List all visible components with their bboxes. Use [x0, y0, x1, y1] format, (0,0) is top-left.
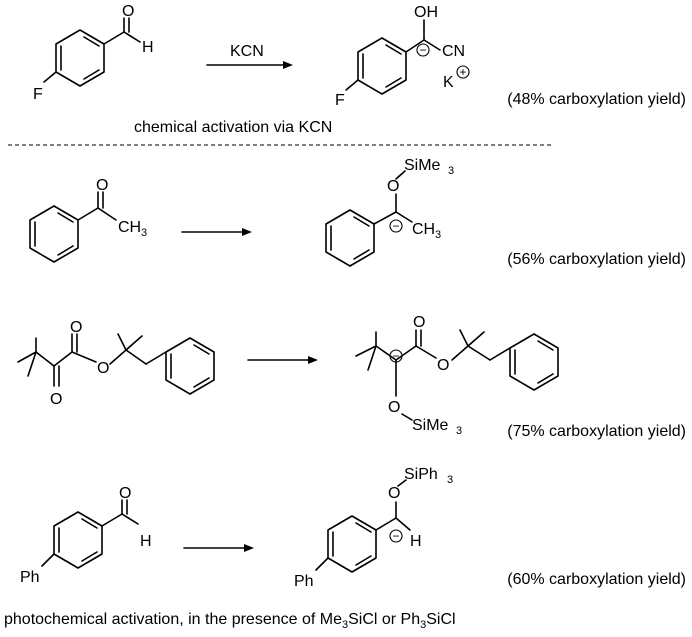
subscript: 3: [448, 165, 454, 177]
atom-label: O: [388, 485, 400, 502]
row1-product-cyanohydrin-anion: OH CN F − K +: [335, 4, 470, 109]
atom-label: O: [387, 178, 399, 195]
subscript: 3: [141, 227, 147, 239]
footer-caption: photochemical activation, in the presenc…: [4, 611, 456, 631]
yield-label: (75% carboxylation yield): [507, 423, 686, 440]
atom-label: SiMe: [412, 417, 449, 434]
negative-charge: −: [392, 529, 399, 543]
counterion-label: K: [443, 74, 454, 91]
atom-label: SiMe: [404, 157, 441, 174]
subscript: 3: [456, 425, 462, 437]
atom-label: H: [140, 533, 152, 550]
row3-reactant-keto-ester: O O O: [17, 319, 215, 408]
atom-label: O: [96, 177, 108, 194]
positive-charge: +: [459, 65, 466, 79]
negative-charge: −: [392, 349, 399, 363]
atom-label: Ph: [294, 573, 314, 590]
row1-arrow: KCN: [206, 43, 293, 69]
atom-label: CH: [118, 219, 141, 236]
yield-label: (60% carboxylation yield): [507, 571, 686, 588]
atom-label: O: [70, 319, 82, 336]
atom-label: CN: [442, 43, 465, 60]
yield-label: (56% carboxylation yield): [507, 251, 686, 268]
atom-label: Ph: [20, 569, 40, 586]
subscript: 3: [435, 229, 441, 241]
atom-label: H: [142, 39, 154, 56]
row1-reactant-4-fluorobenzaldehyde: O H F: [33, 3, 154, 103]
row4-arrow: [183, 544, 254, 552]
row4-product-silyloxy-carbanion: O SiPh 3 − H Ph: [294, 466, 453, 590]
atom-label: O: [50, 391, 62, 408]
row2-product-silyloxy-carbanion: O SiMe 3 − CH 3: [325, 157, 454, 267]
row2-arrow: [181, 228, 252, 236]
row4-reactant-biphenyl-aldehyde: O H Ph: [20, 485, 152, 586]
atom-label: O: [413, 314, 425, 331]
atom-label: O: [388, 399, 400, 416]
atom-label: SiPh: [404, 466, 438, 483]
yield-label: (48% carboxylation yield): [507, 91, 686, 108]
negative-charge: −: [419, 43, 426, 57]
atom-label: H: [410, 533, 422, 550]
subscript: 3: [447, 474, 453, 486]
atom-label: OH: [414, 4, 438, 21]
atom-label: O: [97, 360, 109, 377]
atom-label: O: [119, 485, 131, 502]
atom-label: F: [33, 86, 43, 103]
atom-label: CH: [412, 221, 435, 238]
row2-reactant-acetophenone: O CH 3: [29, 177, 147, 263]
reagent-label: KCN: [230, 43, 264, 60]
section-caption: chemical activation via KCN: [134, 119, 332, 136]
atom-label: O: [122, 3, 134, 20]
row3-arrow: [247, 356, 318, 364]
atom-label: O: [437, 357, 449, 374]
negative-charge: −: [392, 219, 399, 233]
row3-product-silyloxy-carbanion-ester: − O O O SiMe 3: [355, 314, 559, 437]
atom-label: F: [335, 92, 345, 109]
